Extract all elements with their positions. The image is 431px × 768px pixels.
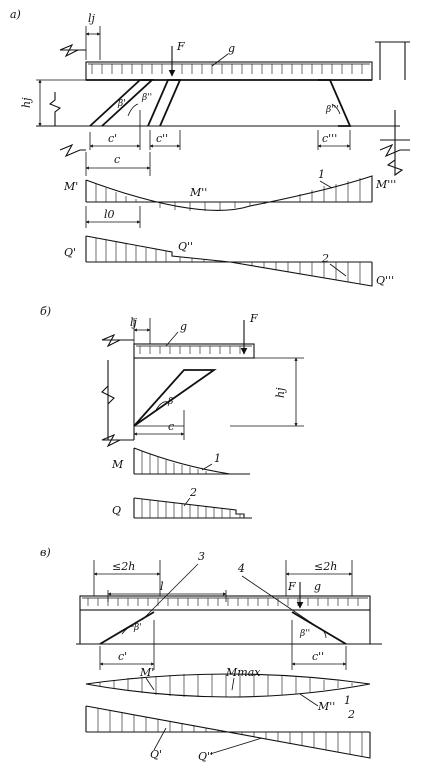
panel-c-beta2: β'' <box>299 629 310 639</box>
panel-c-callout-3: 3 <box>198 550 205 563</box>
panel-c-l: l <box>160 580 164 593</box>
panel-a-distributed-load <box>88 63 370 74</box>
panel-a-shear-diagram <box>85 235 373 287</box>
panel-b-Q: Q <box>112 504 121 517</box>
panel-c-beam <box>79 595 371 611</box>
panel-a-Q3: Q''' <box>376 274 394 287</box>
panel-c-g: g <box>314 580 321 593</box>
panel-b-callout-1: 1 <box>214 452 221 465</box>
panel-c-left-2h: ≤2h <box>112 560 135 573</box>
panel-a-M3: M''' <box>375 178 396 191</box>
panel-a-M2: M'' <box>189 186 207 199</box>
panel-a-Q1: Q' <box>64 246 76 259</box>
panel-b-c: c <box>168 420 174 433</box>
panel-c-Mmax: Mmax <box>225 666 261 679</box>
panel-c-Q1: Q' <box>150 748 162 761</box>
panel-a-c2: c'' <box>156 132 168 145</box>
panel-c-c2: c'' <box>312 650 324 663</box>
panel-b-hj: hj <box>274 387 287 398</box>
panel-b-beta: β <box>167 397 173 407</box>
panel-b-marker: б) <box>40 305 51 318</box>
panel-b-callout-2: 2 <box>189 486 197 499</box>
panel-c-M1: M' <box>139 666 154 679</box>
panel-a-c: c <box>114 153 120 166</box>
panel-c-Q2: Q'' <box>198 750 213 763</box>
panel-b-crack <box>133 369 217 427</box>
panel-c-beta1: β' <box>133 623 142 633</box>
panel-c-callout-2: 2 <box>347 708 355 721</box>
panel-a-F: F <box>176 40 185 53</box>
panel-a-M1: M' <box>63 180 78 193</box>
panel-c-c1: c' <box>118 650 127 663</box>
panel-a-c1: c' <box>108 132 117 145</box>
panel-a-marker: a) <box>10 8 21 21</box>
panel-b-M: M <box>111 458 124 471</box>
panel-c-right-crack <box>291 611 347 645</box>
panel-c-F: F <box>287 580 296 593</box>
panel-a: a) F g lj hj β' <box>10 8 410 287</box>
panel-a-callout-2: 2 <box>321 252 329 265</box>
panel-b-beam <box>133 343 255 359</box>
panel-a-mid-crack <box>147 79 182 127</box>
panel-a-left-crack <box>89 79 155 127</box>
panel-a-g: g <box>228 42 235 55</box>
panel-c-distributed-load <box>82 597 368 606</box>
panel-a-beta2: β'' <box>141 93 152 103</box>
panel-b: б) lj F g β hj c <box>40 305 304 519</box>
panel-a-beta3: β''' <box>325 105 339 115</box>
panel-a-Q2: Q'' <box>178 240 193 253</box>
panel-b-lj: lj <box>130 316 138 329</box>
panel-a-hj: hj <box>20 97 33 108</box>
panel-a-moment-diagram <box>85 175 373 211</box>
panel-a-callout-1: 1 <box>318 168 325 181</box>
panel-c-right-2h: ≤2h <box>314 560 337 573</box>
panel-b-g: g <box>180 320 187 333</box>
panel-c-moment-diagram <box>85 673 371 698</box>
panel-c-callout-1: 1 <box>344 694 351 707</box>
panel-c-marker: в) <box>40 546 51 559</box>
panel-c-callout-4: 4 <box>237 562 245 575</box>
panel-c-M2: M'' <box>317 700 335 713</box>
panel-b-distributed-load <box>136 345 252 354</box>
panel-a-lj: lj <box>88 12 96 25</box>
panel-a-beam <box>85 61 373 81</box>
panel-b-F: F <box>249 312 258 325</box>
panel-a-left-break <box>59 43 86 58</box>
panel-a-right-column <box>375 41 410 80</box>
panel-a-c3: c''' <box>322 132 337 145</box>
panel-b-moment-diagram <box>133 447 250 475</box>
panel-c: в) ≤2h ≤2h l F g β' β'' <box>40 546 382 763</box>
panel-c-left-crack <box>99 611 155 645</box>
panel-b-shear-diagram <box>133 497 252 519</box>
panel-a-right-crack <box>318 79 352 127</box>
panel-a-l0: l0 <box>104 208 115 221</box>
panel-a-beta1: β' <box>117 99 126 109</box>
panel-c-shear-diagram <box>85 705 371 759</box>
